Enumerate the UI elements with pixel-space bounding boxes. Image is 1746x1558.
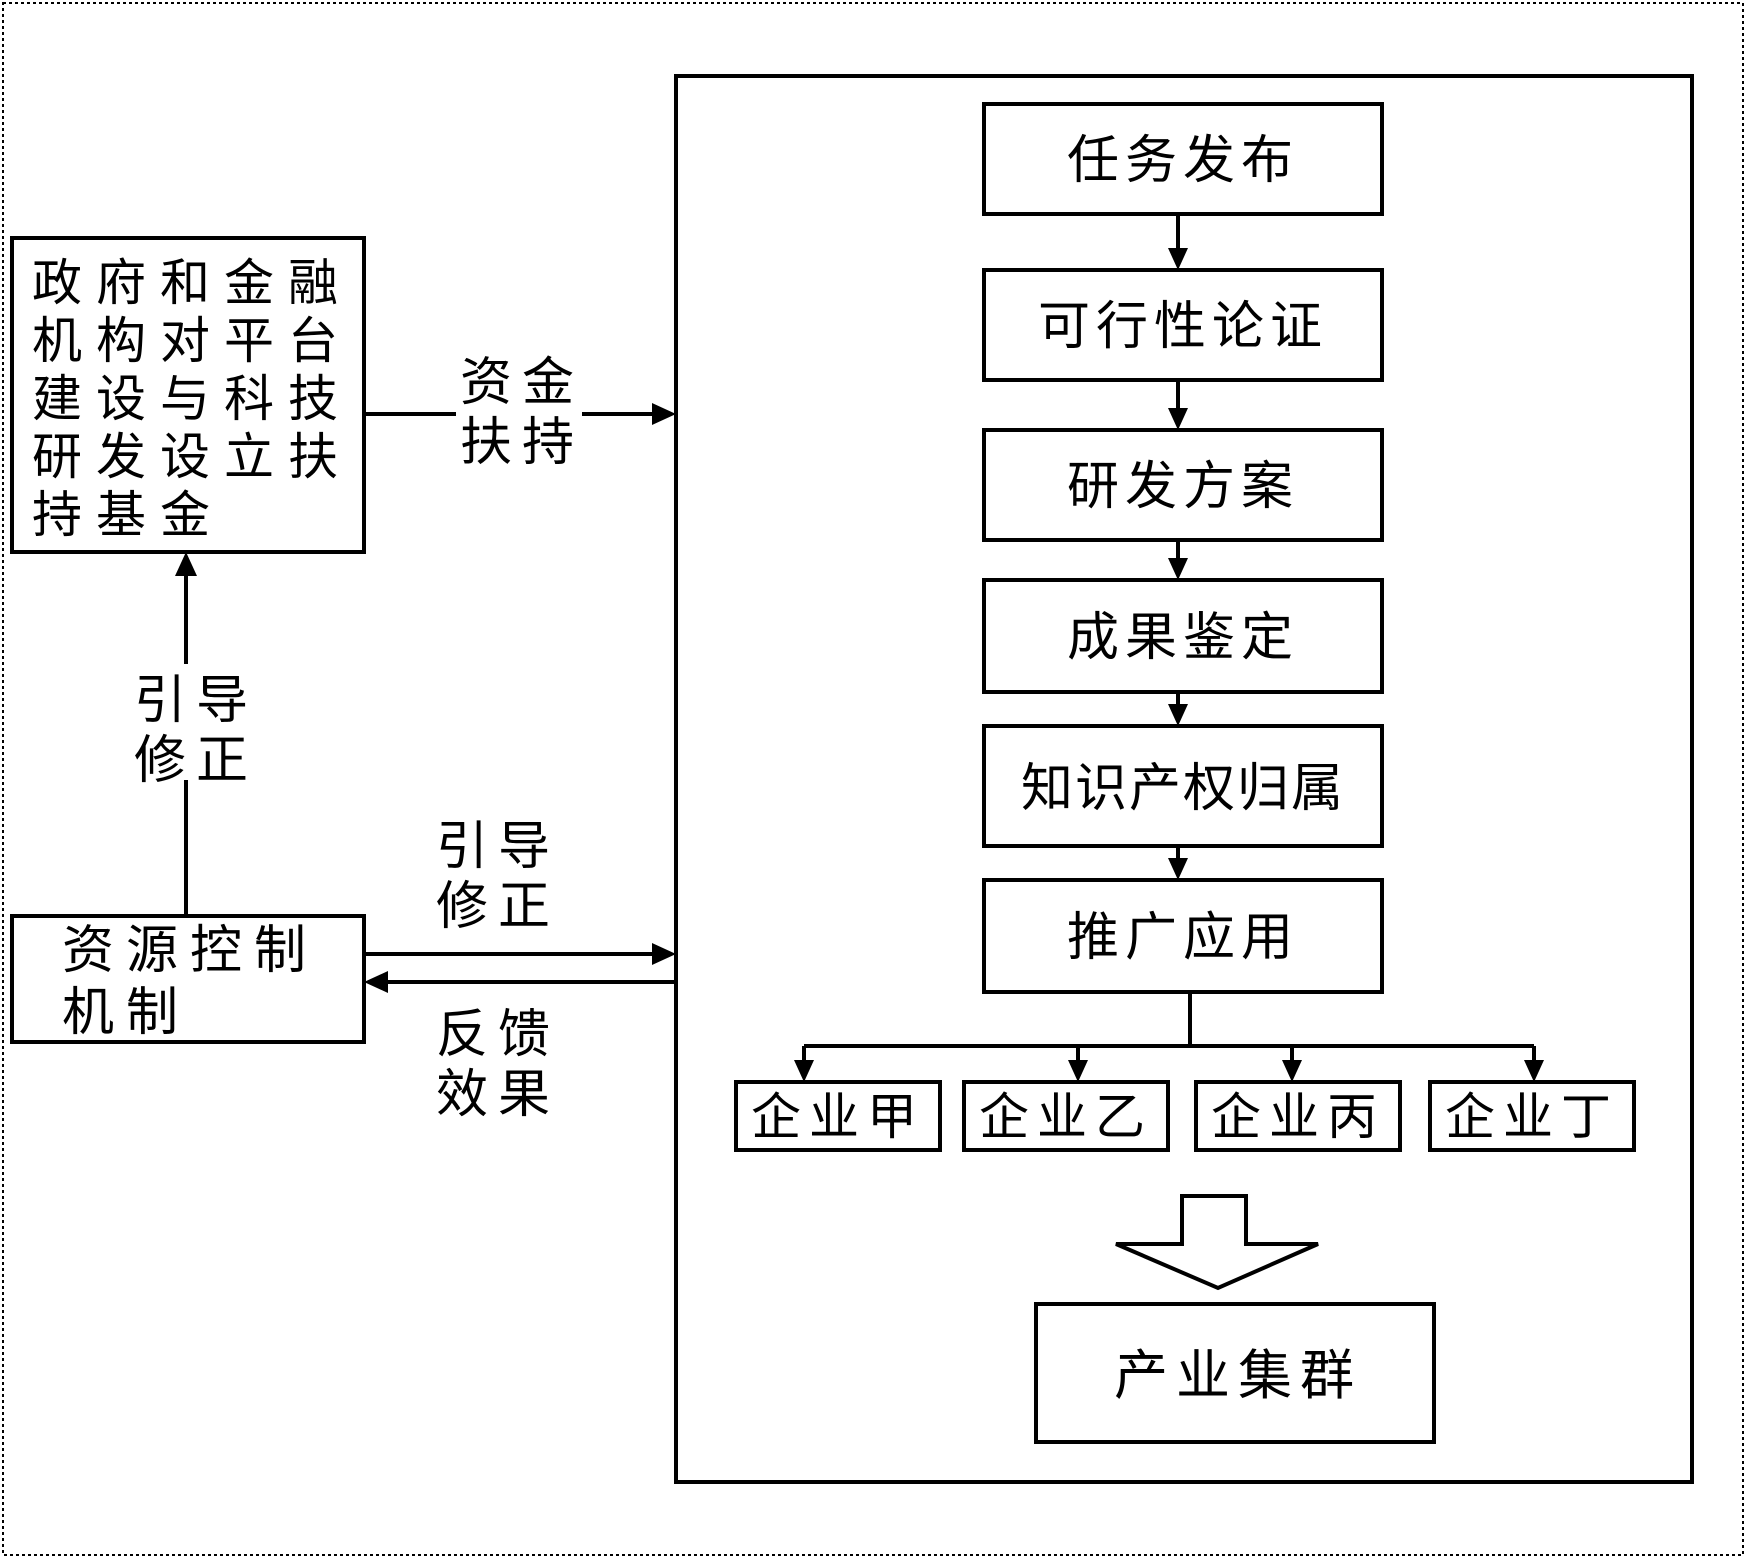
process-step-label: 推广应用 xyxy=(1067,908,1299,968)
big-down-arrow xyxy=(1115,1194,1319,1291)
process-step-label: 知识产权归属 xyxy=(1021,759,1345,819)
enterprise-label: 企业甲 xyxy=(751,1088,925,1146)
funding-box-line: 机构对平台 xyxy=(32,312,352,370)
arrow-guide-horizontal xyxy=(364,943,676,965)
process-step: 推广应用 xyxy=(982,878,1384,994)
funding-box: 政府和金融 机构对平台 建设与科技 研发设立扶 持基金 xyxy=(10,236,366,554)
arrow-feedback xyxy=(364,971,676,993)
process-step: 可行性论证 xyxy=(982,268,1384,382)
step-connector xyxy=(1168,380,1188,430)
platform-container xyxy=(674,74,1694,1484)
industry-cluster-label: 产业集群 xyxy=(1114,1344,1362,1407)
enterprise-box: 企业丁 xyxy=(1428,1080,1636,1152)
arrow-funding-support xyxy=(364,403,676,425)
enterprise-label: 企业丙 xyxy=(1211,1088,1385,1146)
step-connector xyxy=(1168,540,1188,580)
funding-box-line: 持基金 xyxy=(32,486,224,544)
control-box-line: 机制 xyxy=(62,983,190,1043)
edge-label-funding-support: 资金 xyxy=(460,353,584,413)
step-connector xyxy=(1168,692,1188,726)
process-step: 任务发布 xyxy=(982,102,1384,216)
process-step-label: 研发方案 xyxy=(1067,457,1299,517)
process-step: 知识产权归属 xyxy=(982,724,1384,848)
arrow-guide-vertical xyxy=(175,552,197,916)
branch-connector xyxy=(794,992,1544,1082)
process-step: 研发方案 xyxy=(982,428,1384,542)
edge-label-guide-horizontal: 引导 xyxy=(436,817,560,877)
process-step-label: 成果鉴定 xyxy=(1067,608,1299,668)
process-step: 成果鉴定 xyxy=(982,578,1384,694)
process-step-label: 任务发布 xyxy=(1067,131,1299,191)
edge-label-guide-horizontal: 修正 xyxy=(436,877,560,937)
edge-label-feedback: 效果 xyxy=(436,1065,560,1125)
process-step-label: 可行性论证 xyxy=(1038,297,1328,357)
funding-box-line: 研发设立扶 xyxy=(32,428,352,486)
edge-label-guide-vertical: 修正 xyxy=(134,731,258,791)
enterprise-label: 企业乙 xyxy=(979,1088,1153,1146)
funding-box-line: 政府和金融 xyxy=(32,254,352,312)
control-box-line: 资源控制 xyxy=(62,921,318,981)
enterprise-box: 企业乙 xyxy=(962,1080,1170,1152)
funding-box-line: 建设与科技 xyxy=(32,370,352,428)
step-connector xyxy=(1168,214,1188,270)
edge-label-guide-vertical: 引导 xyxy=(134,671,258,731)
enterprise-box: 企业丙 xyxy=(1194,1080,1402,1152)
edge-label-feedback: 反馈 xyxy=(436,1005,560,1065)
enterprise-label: 企业丁 xyxy=(1445,1088,1619,1146)
resource-control-box: 资源控制 机制 xyxy=(10,914,366,1044)
enterprise-box: 企业甲 xyxy=(734,1080,942,1152)
industry-cluster-box: 产业集群 xyxy=(1034,1302,1436,1444)
step-connector xyxy=(1168,846,1188,880)
edge-label-funding-support: 扶持 xyxy=(460,413,584,473)
